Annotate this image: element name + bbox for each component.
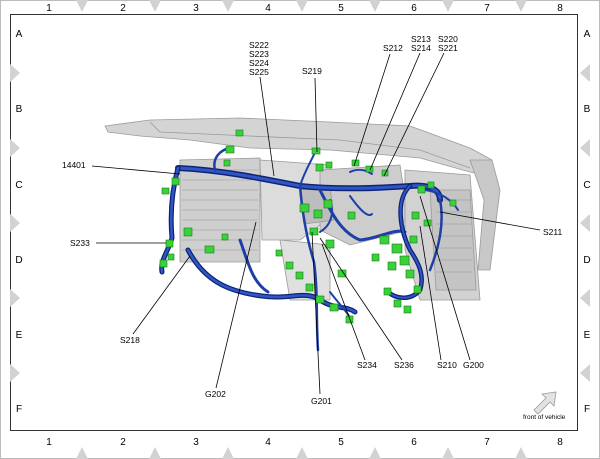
front-of-vehicle-label: front of vehicle [523, 414, 566, 421]
grid-col-label: 5 [338, 3, 344, 14]
grid-rows-left: A B C D E F [15, 29, 22, 415]
grid-row-label: F [16, 404, 22, 415]
grid-col-label: 3 [193, 3, 199, 14]
callout-s223: S223 [249, 49, 269, 59]
callout-s212: S212 [383, 43, 403, 53]
callout-s224: S224 [249, 58, 269, 68]
callout-s210: S210 [437, 360, 457, 370]
callout-s211: S211 [543, 227, 562, 237]
callout-s214: S214 [411, 43, 431, 53]
grid-row-label: B [584, 104, 591, 115]
grid-rows-right: A B C D E F [583, 29, 590, 415]
callout-g202: G202 [205, 389, 226, 399]
grid-col-label: 5 [338, 437, 344, 448]
instrument-panel-structure [104, 117, 501, 301]
callout-labels: 14401 S222 S223 S224 S225 S219 S212 S213… [62, 34, 562, 406]
grid-columns-top: 1 2 3 4 5 6 7 8 [46, 3, 563, 14]
callout-s213: S213 [411, 34, 431, 44]
grid-col-label: 2 [120, 3, 126, 14]
grid-col-label: 7 [484, 437, 490, 448]
grid-row-label: A [584, 29, 591, 40]
grid-columns-bottom: 1 2 3 4 5 6 7 8 [46, 437, 563, 448]
grid-col-label: 4 [265, 3, 271, 14]
callout-14401: 14401 [62, 160, 86, 170]
grid-row-label: C [15, 180, 22, 191]
callout-s218: S218 [120, 335, 140, 345]
front-of-vehicle-indicator: front of vehicle [523, 391, 566, 421]
callout-s222: S222 [249, 40, 269, 50]
grid-row-label: C [583, 180, 590, 191]
leader-lines [91, 52, 541, 395]
grid-row-label: F [584, 404, 590, 415]
callout-g201: G201 [311, 396, 332, 406]
connectors [159, 129, 457, 324]
grid-row-label: B [16, 104, 23, 115]
grid-row-label: E [16, 330, 23, 341]
grid-col-label: 6 [411, 437, 417, 448]
callout-s220: S220 [438, 34, 458, 44]
callout-s221: S221 [438, 43, 458, 53]
grid-col-label: 8 [557, 437, 563, 448]
grid-row-label: A [16, 29, 23, 40]
grid-row-label: E [584, 330, 591, 341]
grid-row-label: D [583, 255, 590, 266]
callout-g200: G200 [463, 360, 484, 370]
grid-col-label: 8 [557, 3, 563, 14]
grid-col-label: 1 [46, 3, 52, 14]
callout-s236: S236 [394, 360, 414, 370]
arrow-icon [533, 391, 557, 415]
callout-s225: S225 [249, 67, 269, 77]
grid-col-label: 1 [46, 437, 52, 448]
callout-s219: S219 [302, 66, 322, 76]
grid-col-label: 2 [120, 437, 126, 448]
grid-col-label: 4 [265, 437, 271, 448]
callout-s233: S233 [70, 238, 90, 248]
grid-tabs [10, 0, 590, 459]
grid-col-label: 6 [411, 3, 417, 14]
grid-row-label: D [15, 255, 22, 266]
grid-col-label: 3 [193, 437, 199, 448]
callout-s234: S234 [357, 360, 377, 370]
grid-col-label: 7 [484, 3, 490, 14]
